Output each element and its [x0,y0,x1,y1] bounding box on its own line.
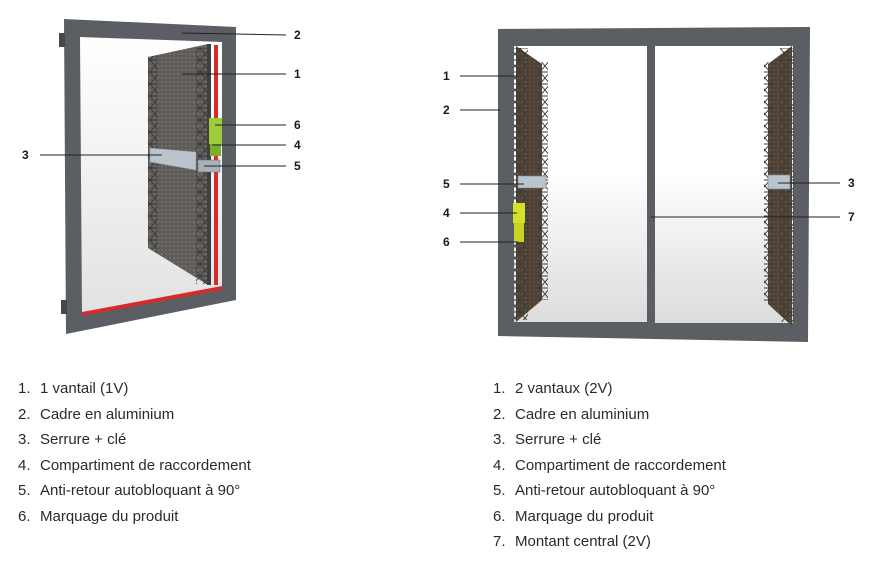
legend-item-number: 5. [493,482,506,499]
left-callout-num: 3 [22,148,29,162]
legend-item-number: 4. [493,456,506,474]
legend-item: 5. Anti-retour autobloquant à 90° [18,478,251,504]
right-callout-num: 1 [443,69,450,83]
legend-item-text: 2 vantaux (2V) [515,380,613,397]
left-callout-num: 5 [294,159,301,173]
legend-right: 1. 2 vantaux (2V) 2. Cadre en aluminium 3.… [493,376,726,555]
left-callouts: 2 1 3 6 4 5 [22,28,301,173]
legend-item-text: Compartiment de raccordement [40,456,251,474]
left-leader-2 [181,32,287,36]
legend-item-number: 6. [18,507,31,525]
legend-item-number: 3. [18,431,31,448]
right-callouts: 1 2 5 4 6 3 7 [443,69,855,249]
legend-item-text: Marquage du produit [515,507,654,525]
left-lock-bar [149,147,197,171]
legend-item-text: Anti-retour autobloquant à 90° [40,482,241,499]
right-cabinet-2v [498,27,810,342]
left-callout-num: 4 [294,138,301,152]
legend-item-text: Serrure + clé [515,431,602,448]
legend-item: 2. Cadre en aluminium [493,402,726,428]
legend-item: 3. Serrure + clé [18,427,251,453]
right-lock [767,174,791,190]
left-callout-num: 1 [294,67,301,81]
legend-item: 7. Montant central (2V) [493,529,726,555]
legend-item-text: Compartiment de raccordement [515,456,726,474]
right-callout-num: 4 [443,206,450,220]
right-product-label [514,223,524,242]
legend-item: 1. 2 vantaux (2V) [493,376,726,402]
legend-item: 4. Compartiment de raccordement [493,453,726,479]
legend-item: 6. Marquage du produit [493,504,726,530]
right-anti-return [517,175,547,189]
legend-item-number: 3. [493,431,506,448]
legend-item-text: 1 vantail (1V) [40,380,129,397]
legend-item-number: 6. [493,507,506,525]
legend-item-text: Anti-retour autobloquant à 90° [515,482,716,499]
right-central-mullion [647,44,655,326]
left-callout-num: 6 [294,118,301,132]
right-callout-num: 2 [443,103,450,117]
left-connection-compartment [210,144,221,156]
legend-item-text: Marquage du produit [40,507,179,525]
legend-item: 3. Serrure + clé [493,427,726,453]
right-callout-num: 6 [443,235,450,249]
legend-item: 4. Compartiment de raccordement [18,453,251,479]
right-callout-num: 5 [443,177,450,191]
legend-item-number: 2. [493,405,506,423]
left-cabinet-1v [59,19,236,334]
left-callout-num: 2 [294,28,301,42]
legend-item-number: 4. [18,456,31,474]
left-hinge-top [59,33,65,47]
legend-item-number: 2. [18,405,31,423]
left-hinge-bottom [61,300,67,314]
legend-item: 6. Marquage du produit [18,504,251,530]
legend-item-number: 5. [18,482,31,499]
legend-item-number: 7. [493,533,506,550]
right-connection-compartment [513,203,525,223]
legend-item-number: 1. [493,380,506,397]
right-callout-num: 7 [848,210,855,224]
legend-item: 2. Cadre en aluminium [18,402,251,428]
legend-item-text: Serrure + clé [40,431,127,448]
legend-item-text: Cadre en aluminium [40,405,175,423]
legend-item-number: 1. [18,380,31,397]
left-gasket-bottom [82,286,222,316]
legend-left: 1. 1 vantail (1V) 2. Cadre en aluminium 3.… [18,376,251,529]
legend-item-text: Montant central (2V) [515,533,651,550]
legend-item-text: Cadre en aluminium [515,405,650,423]
right-callout-num: 3 [848,176,855,190]
legend-item: 5. Anti-retour autobloquant à 90° [493,478,726,504]
left-product-label [209,118,222,144]
legend-item: 1. 1 vantail (1V) [18,376,251,402]
